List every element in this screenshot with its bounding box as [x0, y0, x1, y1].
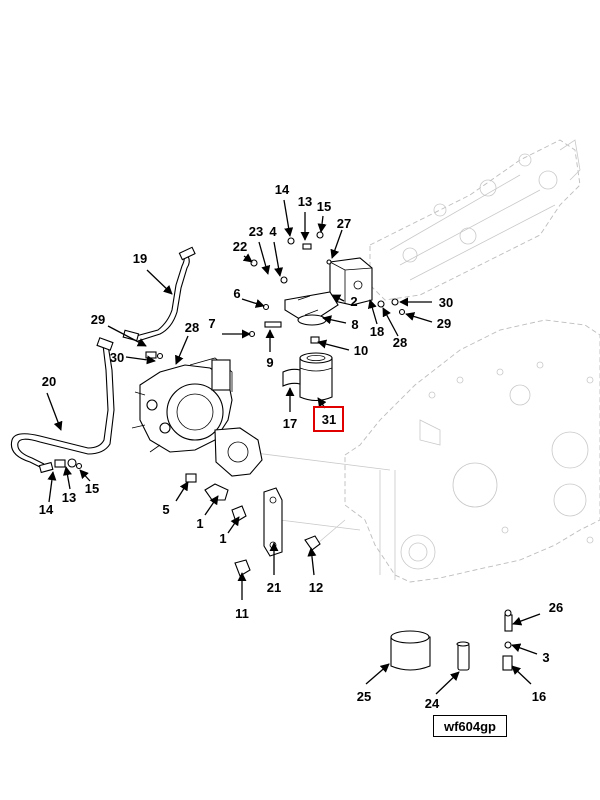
callout-labels: 14 13 15 27 23 4 22 19 6 2 30 7 8 29 18 … [39, 182, 563, 711]
gear-housing-outline [344, 319, 600, 583]
callout-label: 1 [196, 516, 203, 531]
bracket-nut [304, 535, 321, 551]
drain-fittings [54, 351, 164, 470]
callout-label: 30 [110, 350, 124, 365]
callout-label: 16 [532, 689, 546, 704]
callout-label: 5 [162, 502, 169, 517]
callout-label: 9 [266, 355, 273, 370]
callout-label: 7 [208, 316, 215, 331]
callout-label: 21 [267, 580, 281, 595]
callout-label: 15 [85, 481, 99, 496]
oil-feed-line [122, 246, 196, 342]
callout-label: 12 [309, 580, 323, 595]
adapter-fitting [234, 559, 251, 577]
callout-label: 30 [439, 295, 453, 310]
callout-label: 18 [370, 324, 384, 339]
callout-label: 24 [425, 696, 440, 711]
callout-label: 20 [42, 374, 56, 389]
callout-label: 29 [91, 312, 105, 327]
callout-label: 23 [249, 224, 263, 239]
filter-head [284, 257, 373, 326]
sleeve [456, 641, 470, 671]
callout-label: 14 [39, 502, 54, 517]
oil-filter [299, 352, 333, 402]
drawing-code-label: wf604gp [433, 715, 507, 737]
callout-label: 22 [233, 239, 247, 254]
turbocharger [131, 357, 263, 477]
callout-label: 13 [298, 194, 312, 209]
engine-cylinder-head-outline [369, 139, 581, 301]
highlight-box [313, 406, 344, 432]
callout-label: 13 [62, 490, 76, 505]
support-bracket [263, 487, 283, 557]
callout-label: 28 [393, 335, 407, 350]
callout-label: 6 [233, 286, 240, 301]
callout-label: 14 [275, 182, 290, 197]
filter-wrench-strap [282, 368, 301, 387]
callout-label: 17 [283, 416, 297, 431]
callout-label: 2 [350, 294, 357, 309]
callout-label: 29 [437, 316, 451, 331]
callout-label: 26 [549, 600, 563, 615]
stud-assembly [502, 609, 513, 671]
callout-label: 1 [219, 531, 226, 546]
callout-label: 11 [235, 606, 249, 621]
callout-label: 27 [337, 216, 351, 231]
callout-label: 10 [354, 343, 368, 358]
callout-label: 3 [542, 650, 549, 665]
callout-label: 4 [269, 224, 277, 239]
callout-label: 28 [185, 320, 199, 335]
callout-label: 8 [351, 317, 358, 332]
callout-label: 15 [317, 199, 331, 214]
callout-arrows [46, 199, 541, 695]
cup-plug [390, 630, 431, 671]
callout-label: 19 [133, 251, 147, 266]
callout-label: 25 [357, 689, 371, 704]
oil-drain-line [10, 337, 115, 474]
callout-label: 31 [322, 412, 336, 427]
